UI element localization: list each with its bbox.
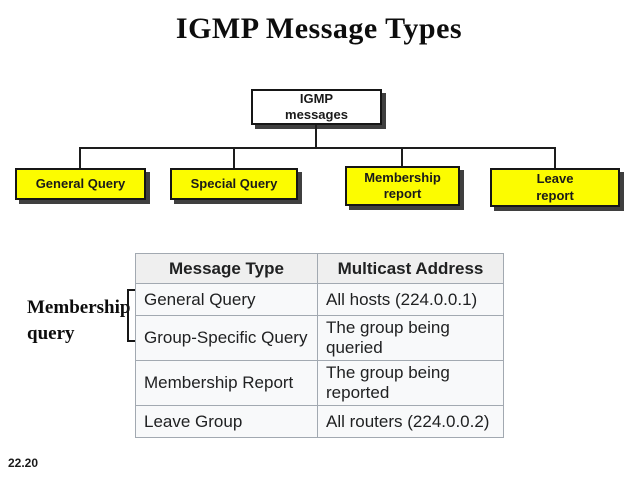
connector-drop-general-query	[79, 147, 81, 168]
page-title: IGMP Message Types	[175, 12, 463, 45]
membership-query-annotation: Membership query	[27, 295, 130, 347]
column-header-message-type: Message Type	[135, 253, 318, 284]
table-row: Group-Specific Query The group being que…	[135, 315, 504, 361]
cell-multicast-address: All hosts (224.0.0.1)	[317, 283, 504, 316]
cell-multicast-address: The group being reported	[317, 360, 504, 406]
cell-message-type: Membership Report	[135, 360, 318, 406]
connector-drop-membership-report	[401, 147, 403, 166]
tree-root-igmp-messages: IGMP messages	[251, 89, 382, 125]
table-header-row: Message Type Multicast Address	[135, 253, 504, 284]
tree-node-special-query: Special Query	[170, 168, 298, 200]
igmp-message-table: Message Type Multicast Address General Q…	[135, 253, 504, 438]
annotation-line1: Membership	[27, 297, 131, 318]
connector-drop-special-query	[233, 147, 235, 168]
table-row: Leave Group All routers (224.0.0.2)	[135, 405, 504, 438]
node-label: General Query	[35, 175, 126, 191]
node-label-line2: report	[536, 187, 574, 203]
annotation-line2: query	[27, 323, 75, 344]
membership-query-bracket	[127, 289, 135, 342]
node-label: Special Query	[190, 175, 278, 191]
connector-drop-leave-report	[554, 147, 556, 168]
cell-multicast-address: The group being queried	[317, 315, 504, 361]
node-label-line1: Membership	[364, 169, 441, 185]
tree-node-general-query: General Query	[15, 168, 146, 200]
tree-node-membership-report: Membership report	[345, 166, 460, 206]
table-row: Membership Report The group being report…	[135, 360, 504, 406]
column-header-multicast-address: Multicast Address	[317, 253, 504, 284]
cell-message-type: Leave Group	[135, 405, 318, 438]
node-label-line2: report	[383, 186, 422, 201]
node-label-line1: Leave	[536, 171, 574, 187]
tree-node-leave-report: Leave report	[490, 168, 620, 207]
cell-message-type: General Query	[135, 283, 318, 316]
root-label-line1: IGMP	[299, 90, 334, 106]
slide-number: 22.20	[8, 456, 39, 470]
root-label-line2: messages	[285, 107, 348, 122]
cell-multicast-address: All routers (224.0.0.2)	[317, 405, 504, 438]
table-row: General Query All hosts (224.0.0.1)	[135, 283, 504, 316]
connector-horizontal-bus	[79, 147, 556, 149]
cell-message-type: Group-Specific Query	[135, 315, 318, 361]
connector-root-stem	[315, 125, 317, 148]
